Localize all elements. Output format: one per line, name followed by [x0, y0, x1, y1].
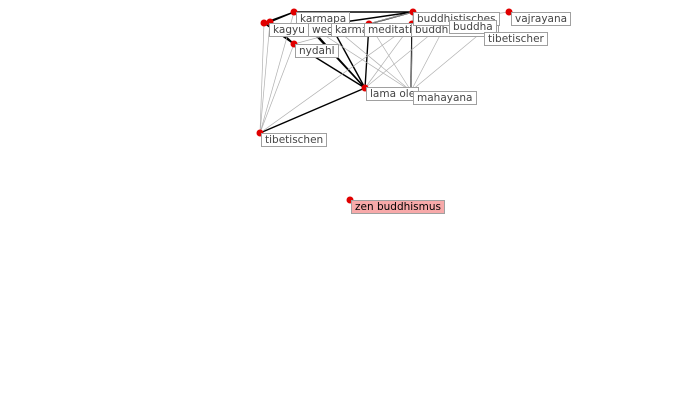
- edge-kagyu2-tibetischen: [259, 21, 271, 134]
- node-label-weg[interactable]: weg: [308, 23, 338, 37]
- node-label-karmapa[interactable]: karmapa: [296, 12, 351, 26]
- nodes-layer: [256, 8, 513, 204]
- node-karmapa[interactable]: [290, 8, 298, 16]
- edge-buddhistischen-tibetischen: [259, 23, 413, 134]
- node-label-nydahl[interactable]: nydahl: [295, 44, 339, 58]
- node-label-tibetischen[interactable]: tibetischen: [261, 133, 328, 147]
- edge-kagyu2-karmapa: [269, 11, 295, 23]
- node-vajrayana[interactable]: [505, 8, 513, 16]
- node-label-buddha[interactable]: buddha: [449, 20, 497, 34]
- node-label-tibetischer[interactable]: tibetischer: [484, 32, 548, 46]
- node-label-kagyu[interactable]: kagyu: [269, 23, 309, 37]
- node-label-vajrayana[interactable]: vajrayana: [511, 12, 572, 26]
- edge-kagyu-tibetischen: [259, 22, 265, 134]
- edge-tibetischen-lama_ole: [259, 87, 366, 134]
- node-label-zen_buddhismus[interactable]: zen buddhismus: [351, 200, 446, 214]
- node-label-lama_ole[interactable]: lama ole: [366, 87, 420, 101]
- edge-nydahl-tibetischen: [259, 43, 295, 134]
- node-kagyu[interactable]: [260, 19, 268, 27]
- node-label-mahayana[interactable]: mahayana: [413, 91, 477, 105]
- node-label-karma[interactable]: karma: [331, 23, 373, 37]
- edge-tibetischer-mahayana: [410, 31, 483, 92]
